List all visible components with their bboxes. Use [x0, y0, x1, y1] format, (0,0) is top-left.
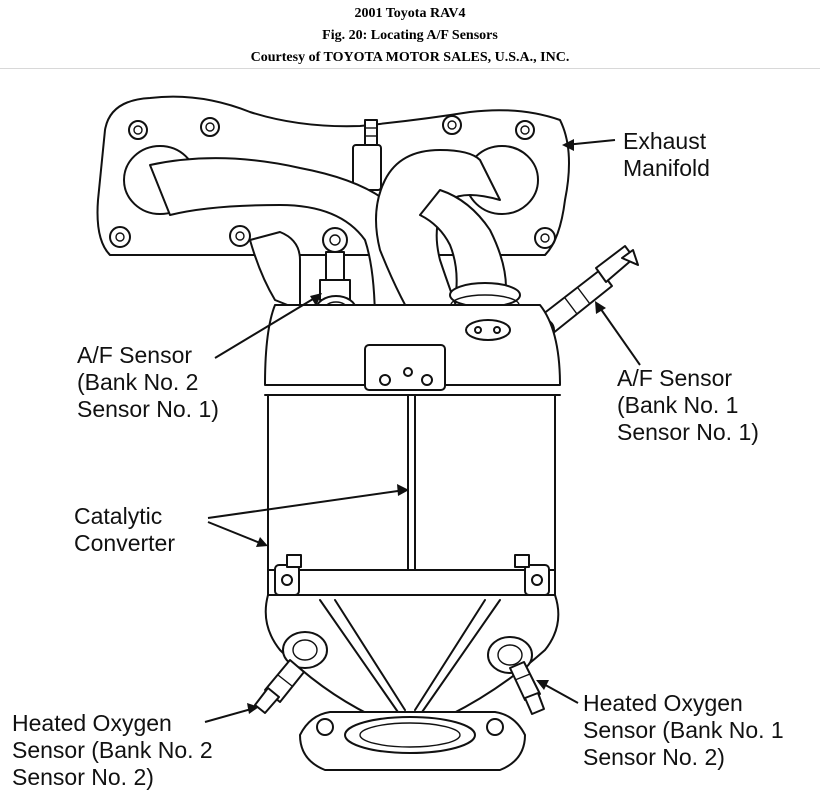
arrowhead-ho2s-bank1	[536, 680, 549, 690]
converter-top	[264, 304, 561, 396]
heated-o2-sensor-bank2	[254, 631, 328, 714]
figure-header: 2001 Toyota RAV4 Fig. 20: Locating A/F S…	[0, 0, 820, 69]
label-exhaust-manifold: Exhaust Manifold	[623, 128, 713, 181]
leader-af-bank2	[214, 295, 319, 359]
leader-catalytic-lower	[207, 521, 266, 546]
manifold-runners	[149, 149, 521, 331]
arrowhead-catalytic-upper	[397, 484, 409, 496]
manifold-stud	[352, 119, 382, 191]
exhaust-diagram: Exhaust Manifold A/F Sensor (Bank No. 2 …	[12, 95, 790, 790]
leader-ho2s-bank1	[539, 681, 579, 704]
converter-outlet-cone	[264, 594, 560, 771]
vehicle-title: 2001 Toyota RAV4	[354, 6, 466, 21]
catalytic-converter-body	[267, 394, 556, 596]
label-heated-o2-bank2: Heated Oxygen Sensor (Bank No. 2 Sensor …	[12, 710, 219, 790]
leader-af-bank1	[597, 304, 641, 366]
courtesy-credit: Courtesy of TOYOTA MOTOR SALES, U.S.A., …	[250, 50, 570, 65]
label-af-sensor-bank1: A/F Sensor (Bank No. 1 Sensor No. 1)	[617, 365, 759, 445]
heated-o2-sensor-bank1	[487, 636, 545, 715]
label-heated-o2-bank1: Heated Oxygen Sensor (Bank No. 1 Sensor …	[583, 690, 790, 770]
label-af-sensor-bank2: A/F Sensor (Bank No. 2 Sensor No. 1)	[77, 342, 219, 422]
leader-ho2s-bank2	[204, 707, 256, 723]
figure-caption: Fig. 20: Locating A/F Sensors	[322, 28, 498, 43]
arrowhead-af-bank1	[595, 301, 606, 314]
arrowhead-af-bank2	[310, 293, 322, 306]
leader-lines	[204, 139, 641, 723]
arrowhead-catalytic-lower	[256, 537, 268, 547]
leader-catalytic-upper	[207, 489, 406, 519]
arrowhead-exhaust-manifold	[562, 139, 574, 151]
label-catalytic-converter: Catalytic Converter	[74, 503, 175, 556]
arrowhead-ho2s-bank2	[247, 703, 259, 714]
